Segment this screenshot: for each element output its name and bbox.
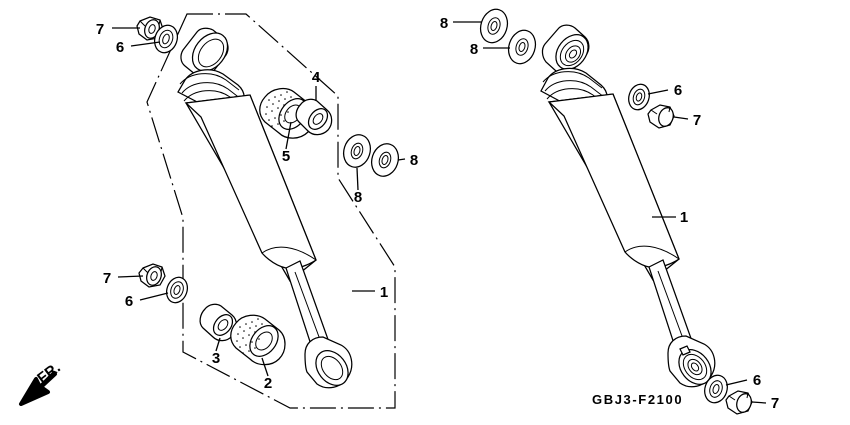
- callout-6-right-bottom: 6: [753, 372, 761, 389]
- left-shock-rod-and-lower-eye: [285, 260, 353, 389]
- callout-3: 3: [212, 350, 220, 367]
- right-shock-rod-and-lower-eye: [648, 259, 716, 388]
- callout-7-right: 7: [693, 112, 701, 129]
- diagram-code: GBJ3-F2100: [592, 392, 683, 407]
- part-3-collar: [199, 303, 238, 342]
- part-2-texture: [236, 318, 263, 354]
- right-upper-flange-nut-7: [647, 104, 675, 129]
- left-shock-upper-eye: [180, 27, 229, 78]
- callout-7-right-bottom: 7: [771, 395, 779, 412]
- callout-7-bottom-left: 7: [103, 270, 111, 287]
- left-shock-body-tube: [184, 94, 317, 282]
- callout-8-right-lower: 8: [470, 41, 478, 58]
- callout-1-left: 1: [380, 284, 388, 301]
- part-8-washer-left-a: [343, 134, 371, 168]
- callout-8-left-lower: 8: [354, 189, 362, 206]
- right-shock-absorber: [540, 24, 716, 388]
- callout-4: 4: [312, 69, 321, 86]
- callout-6-right: 6: [674, 82, 682, 99]
- left-shock-absorber: [177, 27, 353, 389]
- leader-lines: [112, 21, 767, 404]
- callout-labels: 7 6 4 5 8 8 7 6 3 2 1 8 8 6 7 1 6 7: [96, 15, 779, 412]
- right-shock-upper-eye: [541, 24, 590, 75]
- left-top-washer: [153, 24, 179, 54]
- part-8-washer-left-b: [371, 143, 399, 177]
- right-upper-washer-6: [628, 83, 650, 111]
- callout-5: 5: [282, 148, 290, 165]
- left-assembly-boundary: [146, 13, 396, 409]
- callout-8-right-upper: 8: [440, 15, 448, 32]
- callout-2: 2: [264, 375, 272, 392]
- part-5-texture: [265, 91, 292, 127]
- part-2-rubber-bush: [230, 314, 286, 366]
- right-top-washer-b: [507, 29, 537, 65]
- right-lower-washer-6: [704, 374, 728, 404]
- callout-8-left-right: 8: [410, 152, 418, 169]
- callout-6-top-left: 6: [116, 39, 124, 56]
- part-4-collar: [295, 98, 333, 136]
- right-lower-flange-nut-7: [725, 390, 753, 415]
- front-direction-marker: FR.: [19, 359, 64, 406]
- callout-1-right: 1: [680, 209, 688, 226]
- right-shock-body-tube: [547, 93, 680, 281]
- left-bottom-washer: [165, 276, 189, 304]
- callout-6-bottom-left: 6: [125, 293, 133, 310]
- callout-7-top-left: 7: [96, 21, 104, 38]
- right-top-washer-a: [479, 8, 509, 44]
